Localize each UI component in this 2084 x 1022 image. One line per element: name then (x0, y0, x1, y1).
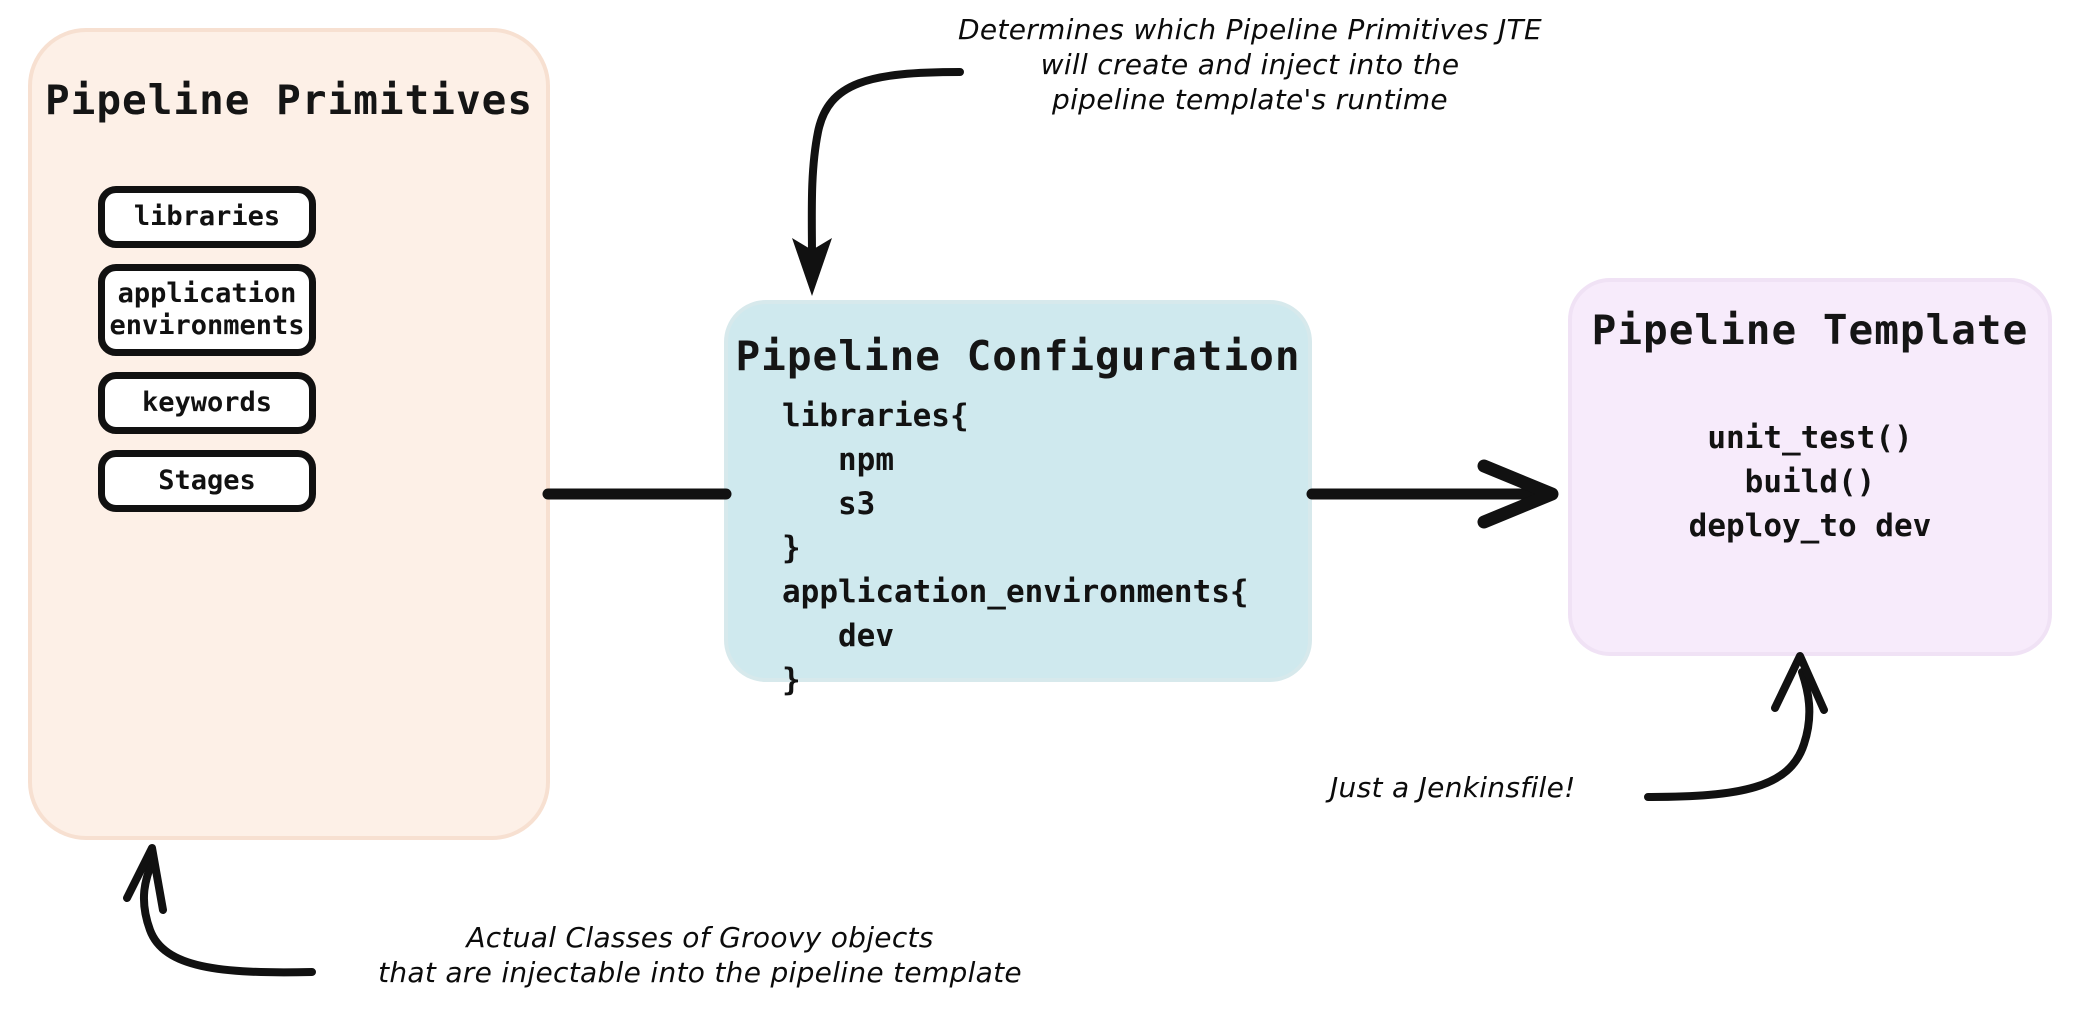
primitive-chip-label: application environments (109, 278, 305, 341)
primitive-chip-libraries[interactable]: libraries (98, 186, 316, 248)
primitive-chip-label: libraries (133, 201, 281, 233)
pipeline-primitives-title: Pipeline Primitives (45, 76, 533, 124)
connector-primitives-note-arrow (123, 844, 316, 977)
primitive-chip-label: Stages (158, 465, 256, 497)
connector-configuration-to-template (1306, 459, 1559, 529)
primitive-chip-stages[interactable]: Stages (98, 450, 316, 512)
configuration-annotation-text: Determines which Pipeline Primitives JTE… (958, 13, 1542, 116)
primitive-chip-application-environments[interactable]: application environments (98, 264, 316, 356)
pipeline-configuration-code: libraries{ npm s3 } application_environm… (782, 398, 1249, 699)
pipeline-primitives-panel: Pipeline Primitives libraries applicatio… (28, 28, 550, 840)
primitive-chip-keywords[interactable]: keywords (98, 372, 316, 434)
connector-template-note-arrow (1644, 652, 1828, 801)
pipeline-configuration-title: Pipeline Configuration (735, 332, 1301, 380)
pipeline-template-panel: Pipeline Template unit_test() build() de… (1568, 278, 2052, 656)
pipeline-primitives-list: libraries application environments keywo… (98, 186, 316, 512)
pipeline-template-title: Pipeline Template (1591, 306, 2029, 354)
primitive-chip-label: keywords (141, 387, 273, 419)
template-annotation-text: Just a Jenkinsfile! (1330, 771, 1576, 804)
primitives-annotation-text: Actual Classes of Groovy objects that ar… (378, 921, 1022, 989)
pipeline-template-code: unit_test() build() deploy_to dev (1688, 420, 1932, 545)
pipeline-configuration-panel: Pipeline Configuration libraries{ npm s3… (724, 300, 1312, 698)
